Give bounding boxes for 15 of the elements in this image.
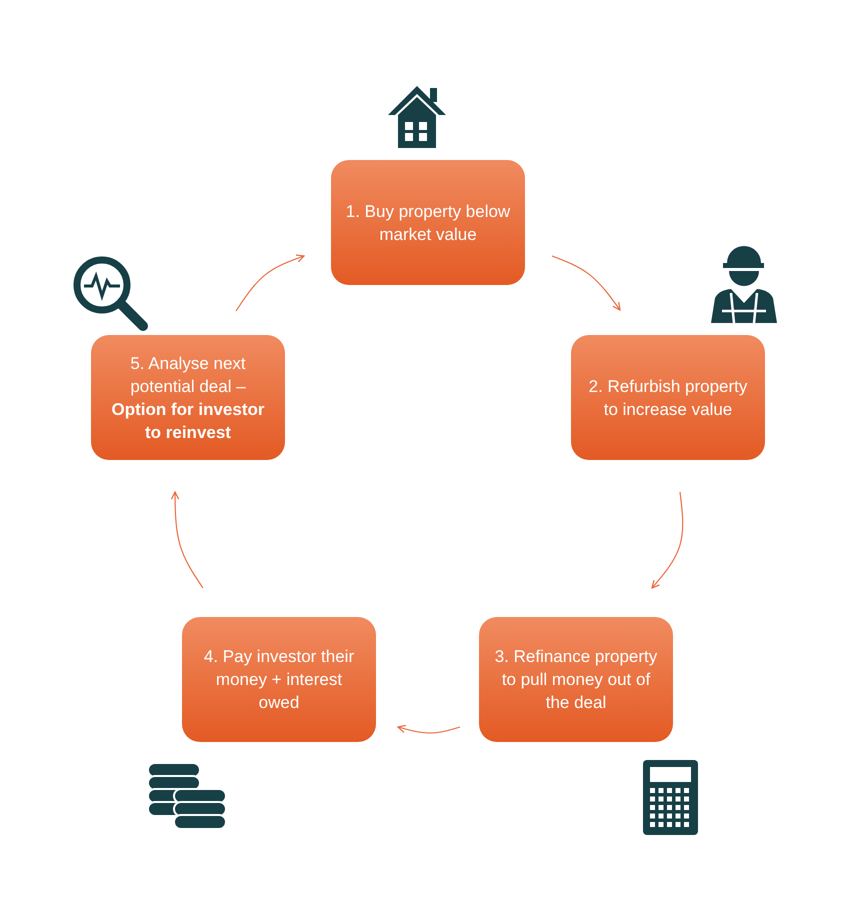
step-text: 5. Analyse next potential deal – Option for investor to reinvest [110,352,266,444]
step-text: 2. Refurbish property to increase value [588,376,748,420]
curved-arrow [552,255,621,311]
step-box [331,160,525,285]
curved-arrow [236,254,305,312]
step-box [479,617,673,742]
step-text: 1. Buy property below market value [344,200,512,246]
step-text: 3. Refinance property to pull money out of the deal [494,646,658,714]
step-text: 4. Pay investor their money + interest owed [202,646,356,714]
step-box [182,617,376,742]
curved-arrow [651,492,684,589]
curved-arrow [397,724,460,734]
step-box [91,335,285,460]
step-box [571,335,765,460]
curved-arrow [170,491,204,588]
